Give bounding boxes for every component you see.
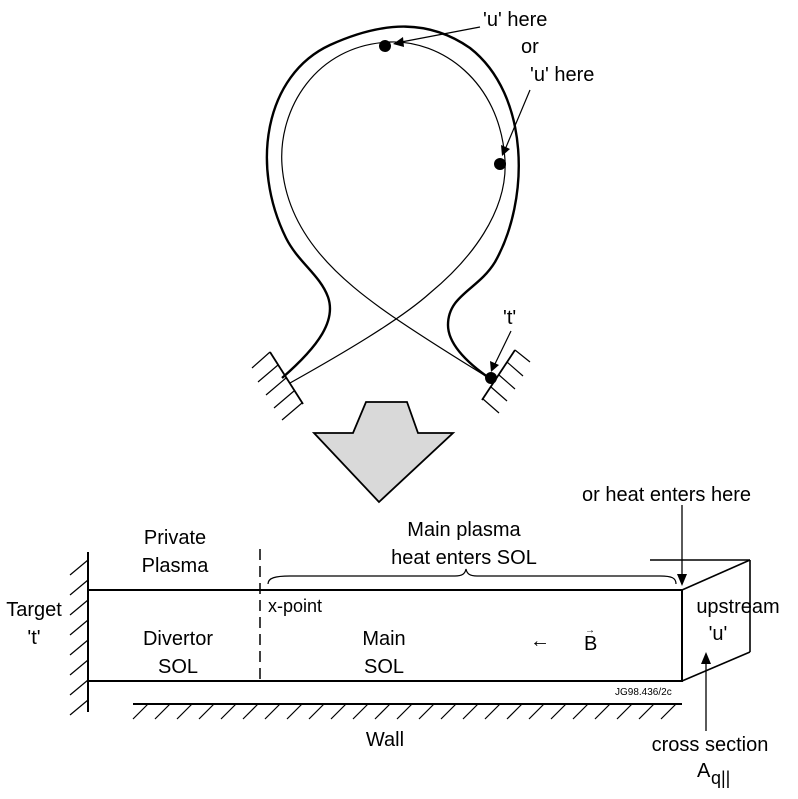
arrow-u-side xyxy=(503,89,531,153)
upper-right-target xyxy=(481,349,531,414)
label-divertor: Divertor xyxy=(143,628,213,650)
arrowhead-heat-enters xyxy=(677,574,687,586)
upstream-point-top xyxy=(379,40,391,52)
wall xyxy=(132,703,682,720)
b-vector-arrow-icon: → xyxy=(585,625,595,636)
label-area-symbol: A xyxy=(697,760,711,782)
label-wall: Wall xyxy=(366,729,404,751)
label-cross-section: cross section xyxy=(652,734,769,756)
label-t-top: 't' xyxy=(503,307,516,329)
arrowhead-t xyxy=(490,361,499,372)
label-heat-enters-sol: heat enters SOL xyxy=(391,547,537,569)
big-down-arrow xyxy=(311,401,456,504)
label-u-here-2: 'u' here xyxy=(530,64,594,86)
arrow-u-top xyxy=(395,26,481,44)
arrowhead-u-top xyxy=(393,37,404,47)
label-u-here-1: 'u' here xyxy=(483,9,547,31)
arrow-t xyxy=(492,330,512,369)
target-point xyxy=(485,372,497,384)
label-target: Target xyxy=(6,599,62,621)
arrowhead-cross-section xyxy=(701,652,711,664)
label-main-plasma: Main plasma xyxy=(407,519,521,541)
flux-surfaces xyxy=(265,25,520,384)
label-upstream-u: 'u' xyxy=(709,623,728,645)
label-main-sol: SOL xyxy=(364,656,404,678)
label-area-subscript: q|| xyxy=(711,768,730,788)
label-or: or xyxy=(521,36,539,58)
label-private: Private xyxy=(144,527,206,549)
label-target-t: 't' xyxy=(27,627,40,649)
label-divertor-sol: SOL xyxy=(158,656,198,678)
left-target-plate xyxy=(69,552,89,716)
upper-left-target xyxy=(251,351,304,421)
label-or-heat-enters-here: or heat enters here xyxy=(582,484,751,506)
figure-code: JG98.436/2c xyxy=(615,687,672,698)
upstream-point-side xyxy=(494,158,506,170)
b-field-arrow-icon: ← xyxy=(530,630,550,652)
label-plasma: Plasma xyxy=(142,555,210,577)
outer-separatrix xyxy=(265,25,520,381)
label-main: Main xyxy=(362,628,405,650)
label-upstream: upstream xyxy=(696,596,779,618)
arrowhead-u-side xyxy=(501,145,510,156)
main-plasma-brace xyxy=(267,568,677,585)
label-b-field: B xyxy=(584,633,597,655)
inner-flux-surface xyxy=(281,41,506,384)
label-x-point: x-point xyxy=(268,596,322,616)
